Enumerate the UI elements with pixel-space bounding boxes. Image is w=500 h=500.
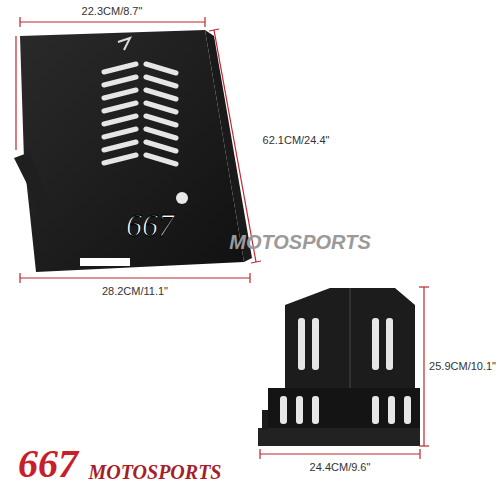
dimension-line [423,287,424,446]
vent-slots [104,64,176,164]
vent-slot [388,396,395,424]
vent-slot [146,142,176,151]
brand-logo: MOTOSPORTS [89,461,222,483]
lower-skid-back-panel [285,288,415,388]
vent-slot [104,142,136,150]
vent-slot [404,396,411,424]
dimension-line [15,36,16,150]
vent-slot [146,155,176,164]
vent-slot [146,77,176,86]
vent-slot [104,129,136,137]
drain-hole [176,192,188,204]
dimension-tick [209,29,219,31]
vent-slot [372,318,379,370]
vent-slot [146,129,176,138]
bottom-cutout [80,258,130,266]
dimension-lines [16,17,261,283]
dimension-label: 24.4CM/9.6" [310,461,371,473]
brand-emboss: 667 [126,208,174,243]
dimension-tick [19,17,20,27]
vent-slot [104,77,136,85]
dimension-tick [419,445,429,446]
lower-skid-front-panel [268,388,420,430]
mount-notch [118,38,130,50]
dimension-tick [249,273,250,283]
dimension-label: 62.1CM/24.4" [263,134,330,146]
vent-slot [104,116,136,124]
vent-slots [280,318,411,424]
side-tab [262,410,268,430]
vent-slot [146,90,176,99]
dimension-line [20,21,205,22]
dimension-lines [260,287,429,459]
dimension-line [20,277,250,278]
upper-skid-plate [20,30,244,272]
vent-slot [146,64,176,73]
dimension-tick [419,449,420,459]
watermark: MOTOSPORTS [229,231,371,253]
vent-slot [104,90,136,98]
vent-slot [146,103,176,112]
vent-slot [296,396,303,424]
vent-slot [104,155,136,163]
dimension-tick [251,261,261,263]
dimension-tick [204,17,205,27]
dimension-tick [259,449,260,459]
vent-slot [372,396,379,424]
brand-logo: 667 [18,442,78,486]
lower-skid-base [258,428,420,446]
dimension-label: 28.2CM/11.1" [102,285,168,297]
dimension-tick [19,273,20,283]
vent-slot [312,396,319,424]
vent-slot [146,116,176,125]
dimension-tick [419,286,429,287]
vent-slot [104,103,136,111]
panel-crease [349,288,351,388]
dimension-line [214,30,256,262]
dimension-label: 22.3CM/8.7" [82,5,143,17]
vent-slot [298,318,305,370]
dimension-line [260,453,420,454]
vent-slot [104,64,136,72]
vent-slot [312,318,319,370]
dimension-label: 25.9CM/10.1" [429,360,496,372]
mount-bracket [14,152,48,210]
vent-slot [386,318,393,370]
vent-slot [280,396,287,424]
